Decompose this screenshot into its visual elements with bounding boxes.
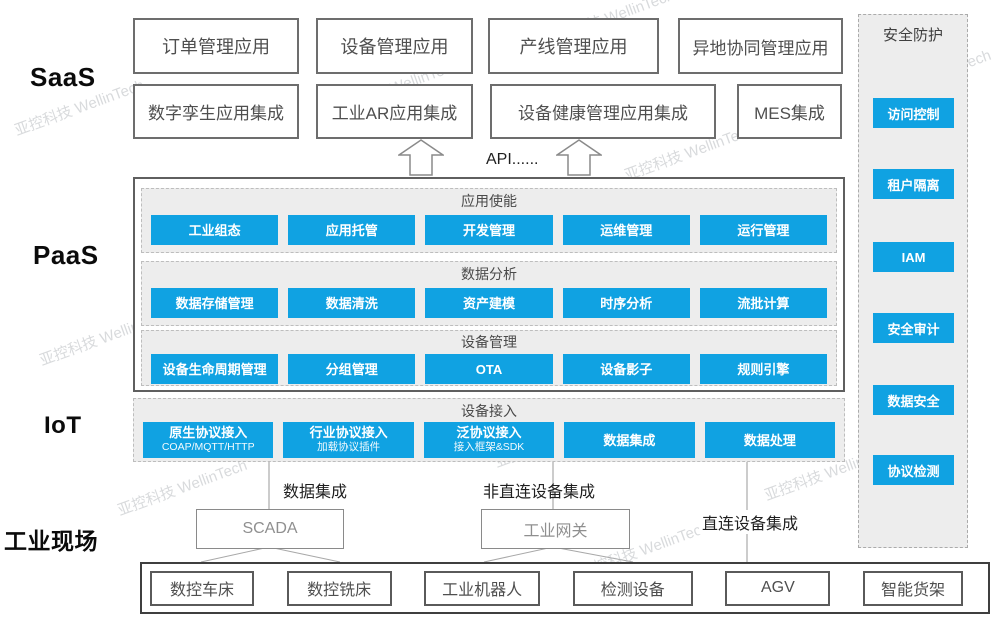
- layer-label-field: 工业现场: [4, 528, 98, 554]
- industrial-gateway-box: 工业网关: [481, 509, 630, 549]
- security-tenant-isolation: 租户隔离: [873, 169, 954, 199]
- device-smart-shelf: 智能货架: [862, 570, 963, 606]
- capability-group-management: 分组管理: [288, 354, 416, 384]
- capability-timeseries-analysis: 时序分析: [562, 288, 690, 318]
- paas-section-app-enablement: 应用使能 工业组态 应用托管 开发管理 运维管理 运行管理: [141, 188, 837, 253]
- access-main-label: 原生协议接入: [169, 425, 248, 440]
- access-main-label: 行业协议接入: [309, 425, 388, 440]
- access-data-integration: 数据集成: [564, 422, 695, 458]
- access-sub-label: 接入框架&SDK: [453, 441, 525, 453]
- saas-int-industrial-ar: 工业AR应用集成: [316, 84, 473, 139]
- section-title: 设备管理: [461, 334, 517, 350]
- api-label: API......: [486, 151, 539, 168]
- layer-label-saas: SaaS: [30, 62, 96, 92]
- security-iam: IAM: [873, 242, 954, 272]
- capability-data-storage: 数据存储管理: [151, 288, 279, 318]
- capability-dev-management: 开发管理: [425, 215, 553, 245]
- section-title: 数据分析: [461, 266, 517, 282]
- capability-ota: OTA: [425, 354, 553, 384]
- saas-int-mes: MES集成: [737, 84, 842, 139]
- connector-label-direct-devices: 直连设备集成: [699, 510, 802, 534]
- paas-section-device-management: 设备管理 设备生命周期管理 分组管理 OTA 设备影子 规则引擎: [141, 330, 837, 386]
- device-agv: AGV: [725, 570, 831, 606]
- connector-label-data-integration: 数据集成: [283, 484, 348, 501]
- capability-industrial-config: 工业组态: [151, 215, 279, 245]
- paas-section-data-analysis: 数据分析 数据存储管理 数据清洗 资产建模 时序分析 流批计算: [141, 261, 837, 326]
- security-panel-title: 安全防护: [882, 27, 943, 44]
- access-native-protocol: 原生协议接入 COAP/MQTT/HTTP: [143, 422, 274, 458]
- access-sub-label: COAP/MQTT/HTTP: [161, 441, 255, 453]
- device-inspection-equipment: 检测设备: [572, 570, 693, 606]
- layer-label-paas: PaaS: [33, 240, 99, 270]
- security-data-security: 数据安全: [873, 385, 954, 415]
- security-audit: 安全审计: [873, 313, 954, 343]
- access-main-label: 数据集成: [603, 432, 656, 448]
- capability-ops-management: 运维管理: [562, 215, 690, 245]
- device-cnc-lathe: 数控车床: [150, 570, 254, 606]
- saas-app-line-management: 产线管理应用: [488, 18, 659, 74]
- section-title: 设备接入: [461, 403, 517, 419]
- saas-app-order-management: 订单管理应用: [133, 18, 299, 74]
- capability-stream-batch: 流批计算: [699, 288, 828, 318]
- section-title: 应用使能: [461, 193, 517, 209]
- scada-box: SCADA: [196, 509, 344, 549]
- security-panel: 安全防护 访问控制 租户隔离 IAM 安全审计 数据安全 协议检测: [858, 14, 968, 548]
- saas-int-digital-twin: 数字孪生应用集成: [133, 84, 299, 139]
- device-cnc-mill: 数控铣床: [286, 570, 392, 606]
- capability-app-hosting: 应用托管: [288, 215, 416, 245]
- security-access-control: 访问控制: [873, 98, 954, 128]
- saas-int-device-health: 设备健康管理应用集成: [490, 84, 716, 139]
- up-arrow-icon: [398, 139, 444, 176]
- iot-section-device-access: 设备接入 原生协议接入 COAP/MQTT/HTTP 行业协议接入 加载协议插件…: [133, 398, 845, 462]
- capability-asset-modeling: 资产建模: [425, 288, 553, 318]
- access-industry-protocol: 行业协议接入 加载协议插件: [283, 422, 414, 458]
- saas-app-device-management: 设备管理应用: [316, 18, 473, 74]
- field-container: 数控车床 数控铣床 工业机器人 检测设备 AGV 智能货架: [140, 562, 990, 614]
- capability-device-shadow: 设备影子: [562, 354, 690, 384]
- access-sub-label: 加载协议插件: [317, 441, 381, 453]
- access-data-processing: 数据处理: [704, 422, 836, 458]
- capability-device-lifecycle: 设备生命周期管理: [151, 354, 279, 384]
- access-generic-protocol: 泛协议接入 接入框架&SDK: [423, 422, 555, 458]
- capability-rule-engine: 规则引擎: [699, 354, 828, 384]
- capability-data-cleaning: 数据清洗: [288, 288, 416, 318]
- capability-runtime-management: 运行管理: [699, 215, 828, 245]
- connector-label-indirect-devices: 非直连设备集成: [483, 484, 596, 501]
- saas-app-remote-collab: 异地协同管理应用: [678, 18, 843, 74]
- up-arrow-icon: [556, 139, 602, 176]
- access-main-label: 数据处理: [743, 432, 796, 448]
- layer-label-iot: IoT: [44, 412, 82, 439]
- security-protocol-detection: 协议检测: [873, 455, 954, 485]
- access-main-label: 泛协议接入: [456, 425, 522, 440]
- device-industrial-robot: 工业机器人: [424, 570, 541, 606]
